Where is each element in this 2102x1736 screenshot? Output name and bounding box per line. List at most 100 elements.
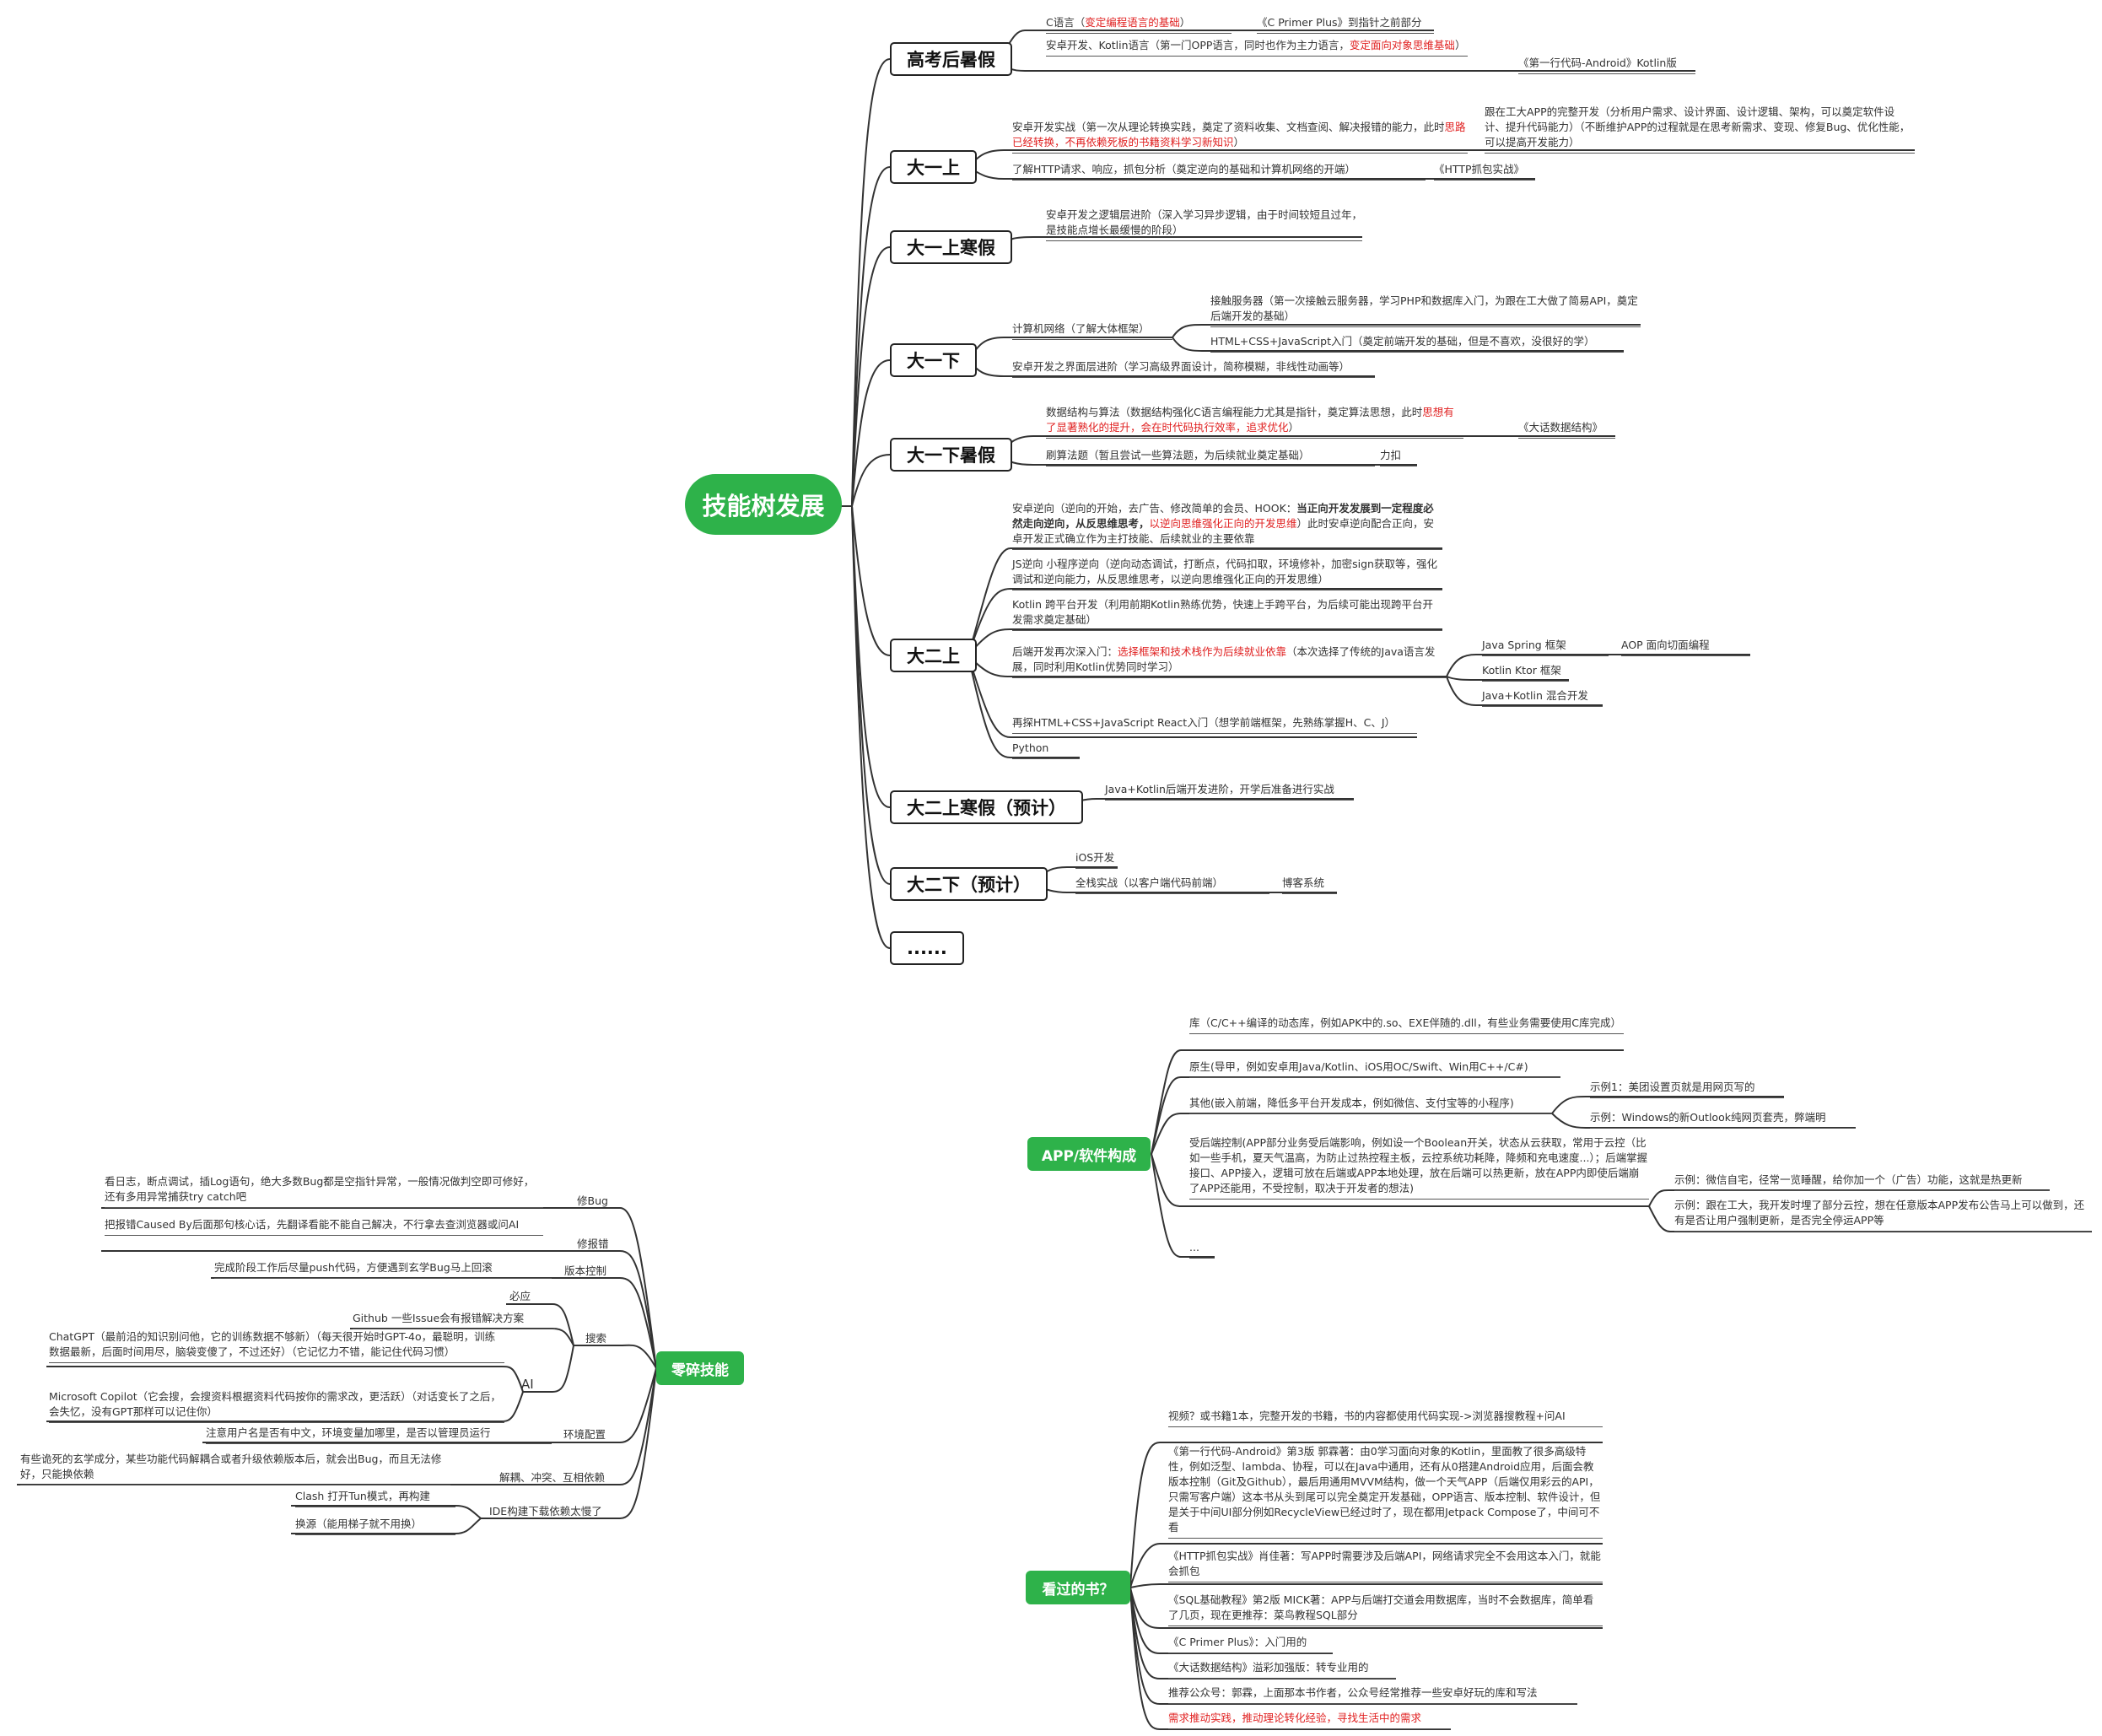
leaf: Java+Kotlin后端开发进阶，开学后准备进行实战 bbox=[1105, 782, 1354, 801]
leaf-text-segment: 安卓开发之逻辑层进阶（深入学习异步逻辑，由于时间较短且过年，是技能点增长最缓慢的… bbox=[1046, 208, 1363, 236]
skill-search: 搜索 bbox=[585, 1332, 607, 1345]
leaf-text-segment: ChatGPT（最前沿的知识别问他，它的训练数据不够新）（每天很开始时GPT-4… bbox=[49, 1330, 496, 1358]
leaf: 全栈实战（以客户端代码前端） bbox=[1075, 876, 1269, 894]
leaf-text-segment: 思想有了显著熟化的提升，会在时代码执行效率，追求优化 bbox=[1046, 406, 1454, 434]
leaf: 《HTTP抓包实战》 bbox=[1434, 162, 1535, 181]
leaf-text-segment: 完成阶段工作后尽量push代码，方便遇到玄学Bug马上回滚 bbox=[214, 1261, 493, 1274]
leaf-text-segment: 原生(导甲，例如安卓用Java/Kotlin、iOS用OC/Swift、Win用… bbox=[1189, 1060, 1528, 1073]
skill-ai-copilot: Microsoft Copilot（它会搜，会搜资料根据资料代码按你的需求改，更… bbox=[49, 1389, 504, 1423]
leaf: C语言（变定编程语言的基础） bbox=[1046, 15, 1232, 34]
leaf-text-segment: 了解HTTP请求、响应，抓包分析（奠定逆向的基础和计算机网络的开端） bbox=[1012, 163, 1356, 175]
leaf-text-segment: ） bbox=[1179, 16, 1191, 29]
root-skill-tree[interactable]: 技能树发展 bbox=[685, 474, 842, 535]
branch-freshman-spring[interactable]: 大一下 bbox=[890, 343, 977, 377]
skill-decouple-note: 有些诡死的玄学成分，某些功能代码解耦合或者升级依赖版本后，就会出Bug，而且无法… bbox=[20, 1452, 450, 1485]
leaf-text-segment: Java Spring 框架 bbox=[1482, 639, 1566, 651]
leaf-text-segment: 示例：跟在工大，我开发时埋了部分云控，想在任意版本APP发布公告马上可以做到，还… bbox=[1674, 1199, 2085, 1227]
leaf: JS逆向 小程序逆向（逆向动态调试，打断点，代码扣取，环境修补，加密sign获取… bbox=[1012, 557, 1442, 590]
leaf-text-segment: 全栈实战（以客户端代码前端） bbox=[1075, 876, 1224, 889]
leaf: HTML+CSS+JavaScript入门（奠定前端开发的基础，但是不喜欢，没很… bbox=[1210, 334, 1624, 353]
leaf: ... bbox=[1189, 1240, 1215, 1259]
leaf-text-segment: 把报错Caused By后面那句核心话，先翻译看能不能自己解决，不行拿去查浏览器… bbox=[105, 1218, 520, 1231]
leaf-text-segment: 库（C/C++编译的动态库，例如APK中的.so、EXE伴随的.dll，有些业务… bbox=[1189, 1016, 1621, 1029]
skill-decouple-conflict: 解耦、冲突、互相依赖 bbox=[499, 1471, 606, 1484]
skill-search-bing: 必应 bbox=[509, 1290, 531, 1302]
leaf: 受后端控制(APP部分业务受后端影响，例如设一个Boolean开关，状态从云获取… bbox=[1189, 1135, 1649, 1200]
leaf: 力扣 bbox=[1380, 448, 1417, 466]
leaf-text-segment: Java+Kotlin 混合开发 bbox=[1482, 689, 1588, 702]
leaf-text-segment: 计算机网络（了解大体框架） bbox=[1012, 322, 1150, 335]
leaf-text-segment: 视频？或书籍1本，完整开发的书籍，书的内容都使用代码实现->浏览器搜教程+问AI bbox=[1168, 1410, 1566, 1422]
leaf-text-segment: 后端开发再次深入门： bbox=[1012, 645, 1118, 658]
skill-version-control-note: 完成阶段工作后尽量push代码，方便遇到玄学Bug马上回滚 bbox=[214, 1260, 552, 1279]
leaf-text-segment: 《第一行代码-Android》第3版 郭霖著：由0学习面向对象的Kotlin，里… bbox=[1168, 1445, 1601, 1534]
skill-ide-mirror: 换源（能用梯子就不用换） bbox=[295, 1517, 455, 1535]
leaf-text-segment: ）此时安卓逆向配合正向，安卓开发正式确立作为主打技能、后续就业的主要依靠 bbox=[1012, 517, 1435, 545]
branch-sophomore-spring[interactable]: 大二下（预计） bbox=[890, 867, 1048, 901]
leaf-text-segment: C语言（ bbox=[1046, 16, 1086, 29]
leaf: 《SQL基础教程》第2版 MICK著：APP与后端打交道会用数据库，当时不会数据… bbox=[1168, 1593, 1603, 1626]
leaf: 其他(嵌入前端，降低多平台开发成本，例如微信、支付宝等的小程序) bbox=[1189, 1096, 1552, 1114]
leaf: 示例：Windows的新Outlook纯网页套壳，弊端明 bbox=[1590, 1110, 1856, 1129]
leaf-text-segment: 安卓开发、Kotlin语言（第一门OPP语言，同时也作为主力语言， bbox=[1046, 39, 1350, 51]
leaf: 示例1：美团设置页就是用网页写的 bbox=[1590, 1080, 1784, 1098]
leaf: 《第一行代码-Android》第3版 郭霖著：由0学习面向对象的Kotlin，里… bbox=[1168, 1444, 1603, 1539]
leaf: 接触服务器（第一次接触云服务器，学习PHP和数据库入门，为跟在工大做了简易API… bbox=[1210, 294, 1641, 327]
leaf-text-segment: 力扣 bbox=[1380, 449, 1402, 461]
leaf-text-segment: Kotlin 跨平台开发（利用前期Kotlin熟练优势，快速上手跨平台，为后续可… bbox=[1012, 598, 1433, 626]
leaf-text-segment: 《HTTP抓包实战》 bbox=[1434, 163, 1524, 175]
leaf-text-segment: Github 一些Issue会有报错解决方案 bbox=[353, 1312, 525, 1324]
leaf: 博客系统 bbox=[1282, 876, 1337, 894]
leaf: 示例：微信自宅，径常一览睡醒，给你加一个（广告）功能，这就是热更新 bbox=[1674, 1173, 2050, 1191]
leaf: AOP 面向切面编程 bbox=[1621, 638, 1750, 656]
leaf: 跟在工大APP的完整开发（分析用户需求、设计界面、设计逻辑、架构，可以奠定软件设… bbox=[1485, 105, 1915, 154]
leaf: 刷算法题（暂且尝试一些算法题，为后续就业奠定基础） bbox=[1046, 448, 1375, 466]
leaf: Java Spring 框架 bbox=[1482, 638, 1609, 656]
branch-sophomore-winter[interactable]: 大二上寒假（预计） bbox=[890, 790, 1083, 824]
leaf-text-segment: 示例：微信自宅，径常一览睡醒，给你加一个（广告）功能，这就是热更新 bbox=[1674, 1173, 2023, 1186]
leaf: 原生(导甲，例如安卓用Java/Kotlin、iOS用OC/Swift、Win用… bbox=[1189, 1059, 1560, 1078]
root-app-composition[interactable]: APP/软件构成 bbox=[1027, 1137, 1151, 1171]
skill-fix-error-note: 把报错Caused By后面那句核心话，先翻译看能不能自己解决，不行拿去查浏览器… bbox=[105, 1217, 543, 1236]
leaf-text-segment: 注意用户名是否有中文，环境变量加哪里，是否以管理员运行 bbox=[206, 1426, 491, 1439]
leaf-text-segment: 《C Primer Plus》到指针之前部分 bbox=[1257, 16, 1422, 29]
branch-freshman-fall[interactable]: 大一上 bbox=[890, 150, 977, 184]
leaf-text-segment: ... bbox=[1189, 1241, 1199, 1253]
branch-freshman-summer[interactable]: 大一下暑假 bbox=[890, 438, 1012, 472]
leaf-text-segment: 《SQL基础教程》第2版 MICK著：APP与后端打交道会用数据库，当时不会数据… bbox=[1168, 1593, 1594, 1621]
leaf-text-segment: 再探HTML+CSS+JavaScript React入门（想学前端框架，先熟练… bbox=[1012, 716, 1396, 729]
leaf-text-segment: Microsoft Copilot（它会搜，会搜资料根据资料代码按你的需求改，更… bbox=[49, 1390, 501, 1418]
root-books-read[interactable]: 看过的书？ bbox=[1026, 1571, 1130, 1604]
leaf: 了解HTTP请求、响应，抓包分析（奠定逆向的基础和计算机网络的开端） bbox=[1012, 162, 1426, 181]
leaf: 安卓逆向（逆向的开始，去广告、修改简单的会员、HOOK：当正向开发发展到一定程度… bbox=[1012, 501, 1442, 550]
branch-freshman-winter[interactable]: 大一上寒假 bbox=[890, 230, 1012, 264]
leaf-text-segment: 变定面向对象思维基础 bbox=[1349, 39, 1455, 51]
leaf-text-segment: 思路已经转换，不再依赖死板的书籍资料学习新知识 bbox=[1012, 121, 1466, 148]
branch-sophomore-fall[interactable]: 大二上 bbox=[890, 639, 977, 672]
skill-fix-bug-note: 看日志，断点调试，插Log语句，绝大多数Bug都是空指针异常，一般情况做判空即可… bbox=[105, 1174, 543, 1208]
leaf-text-segment: Kotlin Ktor 框架 bbox=[1482, 664, 1561, 677]
skill-ide-slow: IDE构建下载依赖太慢了 bbox=[489, 1505, 602, 1518]
skill-version-control: 版本控制 bbox=[564, 1264, 607, 1277]
skill-env-config-note: 注意用户名是否有中文，环境变量加哪里，是否以管理员运行 bbox=[206, 1426, 552, 1444]
skill-fix-bug: 修Bug bbox=[577, 1194, 608, 1207]
skill-ai-chatgpt: ChatGPT（最前沿的知识别问他，它的训练数据不够新）（每天很开始时GPT-4… bbox=[49, 1329, 504, 1363]
leaf-text-segment: 受后端控制(APP部分业务受后端影响，例如设一个Boolean开关，状态从云获取… bbox=[1189, 1136, 1648, 1194]
leaf: 《大话数据结构》溢彩加强版：转专业用的 bbox=[1168, 1660, 1396, 1679]
leaf-text-segment: 示例：Windows的新Outlook纯网页套壳，弊端明 bbox=[1590, 1111, 1826, 1124]
root-misc-skills[interactable]: 零碎技能 bbox=[656, 1351, 744, 1385]
leaf: Java+Kotlin 混合开发 bbox=[1482, 688, 1603, 707]
branch-more[interactable]: ...... bbox=[890, 931, 964, 965]
leaf-text-segment: 《大话数据结构》溢彩加强版：转专业用的 bbox=[1168, 1661, 1369, 1674]
leaf-text-segment: 其他(嵌入前端，降低多平台开发成本，例如微信、支付宝等的小程序) bbox=[1189, 1097, 1514, 1109]
leaf: Kotlin Ktor 框架 bbox=[1482, 663, 1569, 682]
leaf-text-segment: （本次选择了传统的Java语言发展，同时利用Kotlin优势同时学习） bbox=[1012, 645, 1436, 673]
leaf-text-segment: 需求推动实践，推动理论转化经验，寻找生活中的需求 bbox=[1168, 1712, 1422, 1724]
leaf-text-segment: 刷算法题（暂且尝试一些算法题，为后续就业奠定基础） bbox=[1046, 449, 1310, 461]
leaf: 安卓开发、Kotlin语言（第一门OPP语言，同时也作为主力语言，变定面向对象思… bbox=[1046, 38, 1468, 57]
branch-summer-after-gaokao[interactable]: 高考后暑假 bbox=[890, 42, 1012, 76]
leaf-text-segment: 看日志，断点调试，插Log语句，绝大多数Bug都是空指针异常，一般情况做判空即可… bbox=[105, 1175, 535, 1203]
leaf-text-segment: 《大话数据结构》 bbox=[1518, 421, 1603, 434]
leaf: iOS开发 bbox=[1075, 850, 1118, 869]
leaf: 示例：跟在工大，我开发时埋了部分云控，想在任意版本APP发布公告马上可以做到，还… bbox=[1674, 1198, 2092, 1232]
